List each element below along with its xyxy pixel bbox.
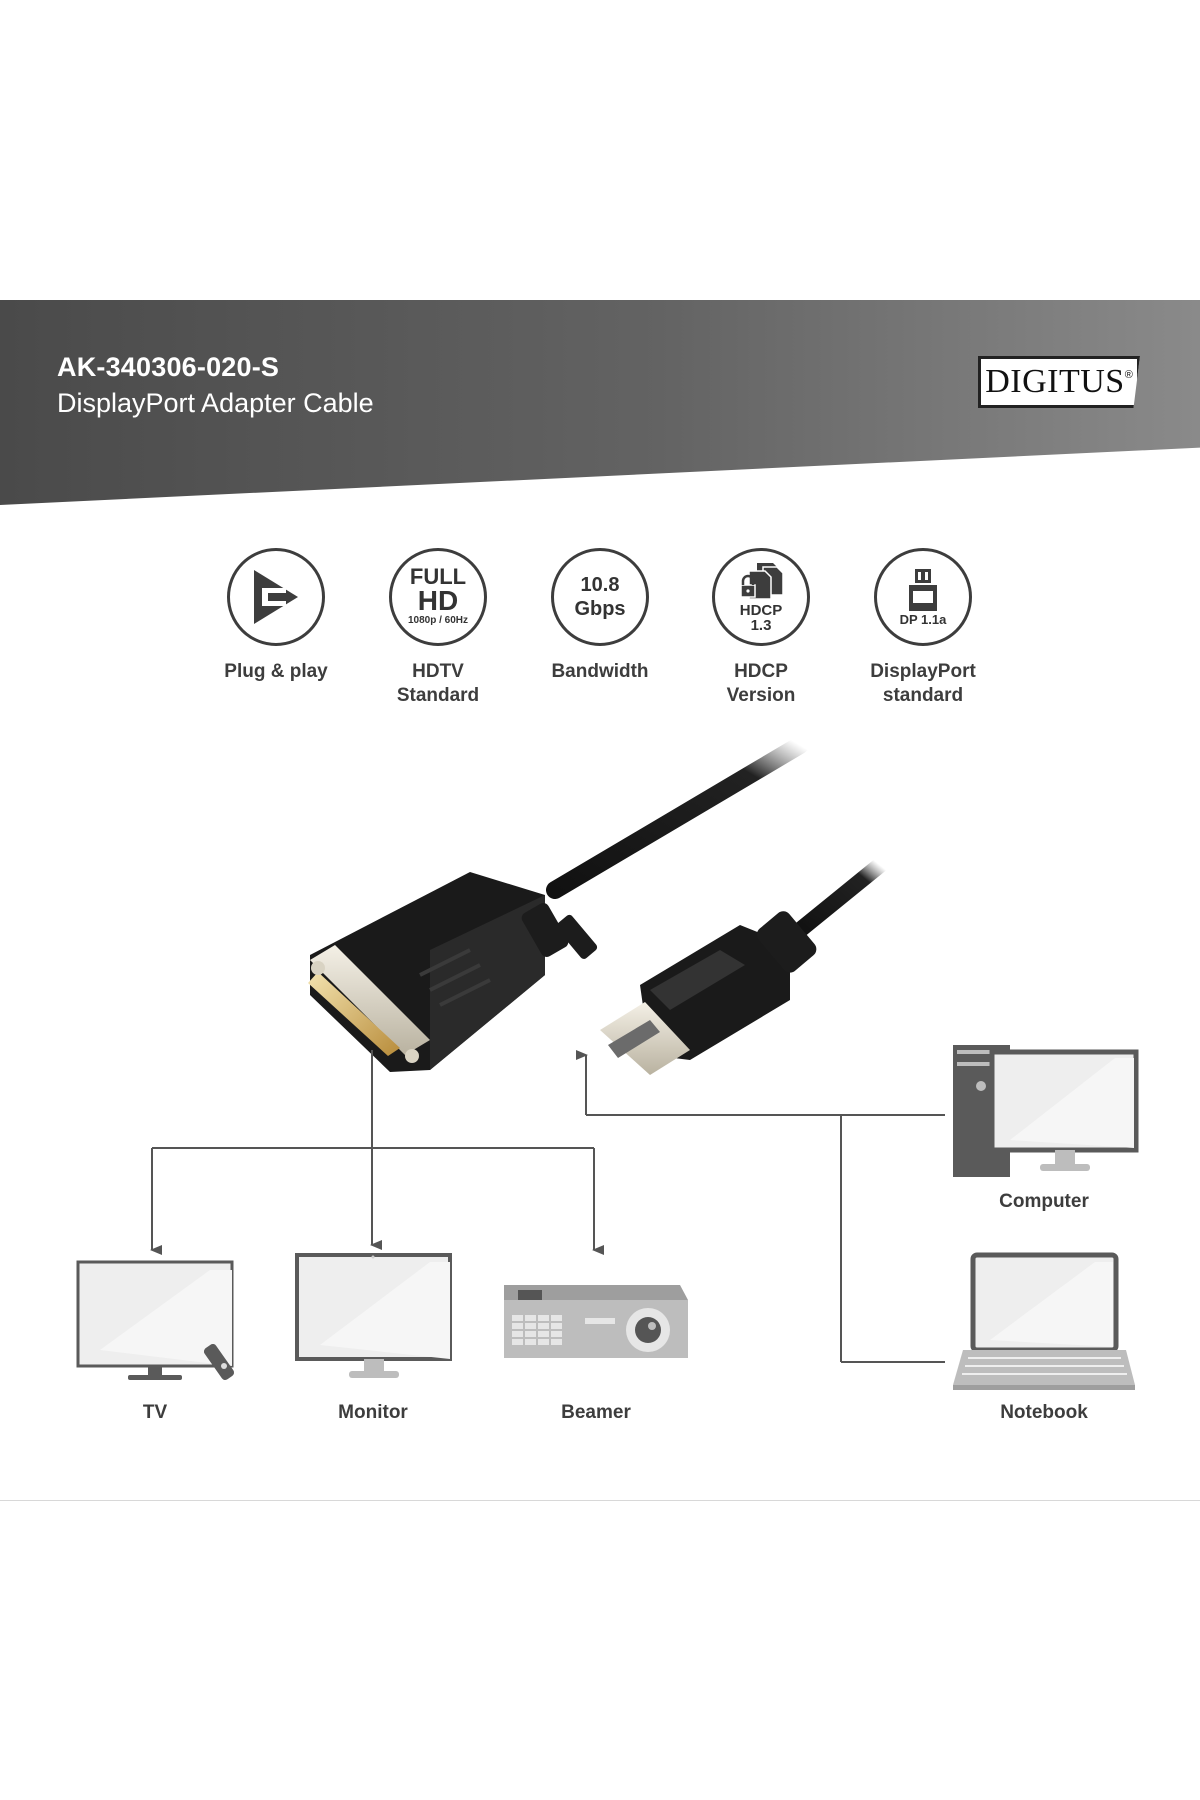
feature-displayport: DP 1.1a DisplayPort standard	[843, 548, 1003, 708]
dp-version-text: DP 1.1a	[899, 612, 947, 627]
monitor-icon	[295, 1253, 452, 1378]
dvi-cable	[546, 736, 809, 899]
registered-mark: ®	[1124, 369, 1133, 381]
feature-label: DisplayPort standard	[843, 660, 1003, 708]
notebook-icon	[953, 1252, 1135, 1390]
tv-icon	[76, 1260, 235, 1381]
full-hd-icon: FULL HD 1080p / 60Hz	[389, 548, 487, 646]
label-line-1: HDCP	[734, 661, 788, 682]
label-line-2: Standard	[396, 685, 480, 706]
hd-text: HD	[417, 585, 459, 616]
hdcp-version-text: 1.3	[750, 617, 772, 634]
displayport-connector-icon: DP 1.1a	[874, 548, 972, 646]
displayport-cable	[792, 857, 888, 938]
feature-bandwidth: 10.8 Gbps Bandwidth	[520, 548, 680, 684]
full-text: FULL	[409, 564, 467, 589]
dp-plug-icon	[909, 569, 937, 611]
label-line-2: standard	[882, 685, 964, 706]
feature-label: Plug & play	[224, 661, 328, 682]
hdcp-text: HDCP	[739, 602, 783, 619]
label-line-2: Version	[726, 685, 796, 706]
bandwidth-value: 10.8	[580, 574, 620, 596]
digitus-logo: DIGITUS ®	[978, 356, 1140, 408]
connection-lines	[150, 1050, 945, 1363]
beamer-icon	[504, 1285, 688, 1358]
tv-label: TV	[142, 1402, 168, 1423]
feature-hdtv: FULL HD 1080p / 60Hz HDTV Standard	[358, 548, 518, 708]
displayport-connector	[600, 911, 817, 1075]
feature-hdcp: HDCP 1.3 HDCP Version	[681, 548, 841, 708]
hdcp-lock-icon: HDCP 1.3	[712, 548, 810, 646]
documents-lock-icon	[740, 563, 784, 600]
monitor-label: Monitor	[338, 1402, 408, 1423]
dvi-connector	[308, 872, 598, 1072]
product-code: AK-340306-020-S	[57, 352, 280, 382]
bandwidth-icon: 10.8 Gbps	[551, 548, 649, 646]
feature-label: HDCP Version	[681, 660, 841, 708]
product-name: DisplayPort Adapter Cable	[57, 388, 374, 418]
feature-label: HDTV Standard	[358, 660, 518, 708]
plug-and-play-icon	[227, 548, 325, 646]
notebook-label: Notebook	[1000, 1402, 1088, 1423]
computer-label: Computer	[999, 1191, 1089, 1212]
logo-text: DIGITUS	[985, 363, 1125, 400]
computer-icon	[953, 1045, 1139, 1177]
resolution-text: 1080p / 60Hz	[407, 615, 469, 626]
beamer-label: Beamer	[561, 1402, 631, 1423]
feature-plug-and-play: Plug & play	[196, 548, 356, 684]
label-line-1: HDTV	[412, 661, 464, 682]
plug-arrow-icon	[254, 570, 298, 624]
feature-label: Bandwidth	[551, 661, 649, 682]
bandwidth-unit: Gbps	[574, 598, 626, 620]
label-line-1: DisplayPort	[870, 661, 976, 682]
